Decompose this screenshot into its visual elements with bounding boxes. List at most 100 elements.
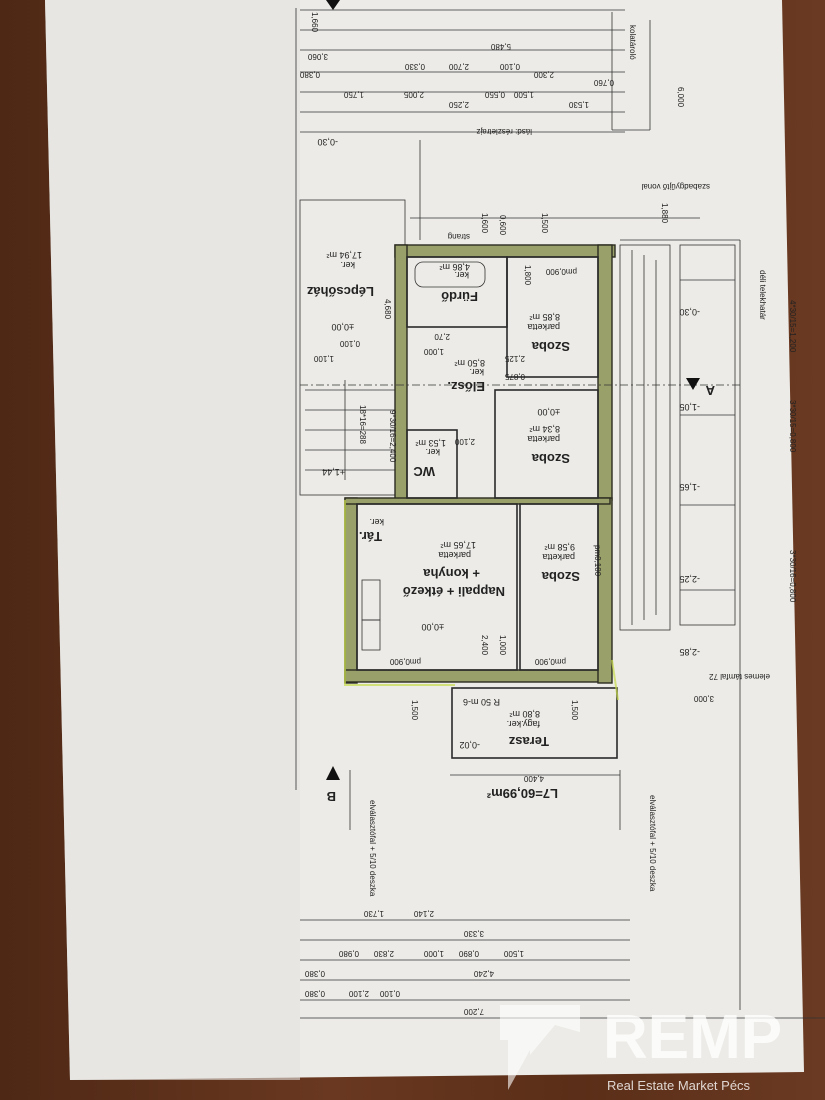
room-area: 8,50 m² [454, 358, 485, 368]
level-mark: -1,65 [679, 482, 700, 492]
level-mark: ±0,00 [332, 322, 354, 332]
dim: 2,005 [403, 90, 424, 99]
dim: 2,125 [504, 354, 525, 363]
dim: 4,680 [383, 299, 392, 320]
dim: 0,380 [299, 70, 320, 79]
room-area: 8,85 m² [529, 312, 560, 322]
dim: 0,100 [339, 339, 360, 348]
dimensions-top: 1,660 3,060 5,480 0,380 2,300 0,100 2,70… [299, 12, 685, 236]
note-stair2: 9*30/16=2,400 [388, 410, 397, 463]
dim: 1,500 [570, 700, 579, 721]
room-floor: ker. [425, 447, 440, 457]
room-name-szoba-1: Szoba [531, 339, 570, 354]
dim: 2,830 [373, 949, 394, 958]
dim: 3,000 [693, 694, 714, 703]
room-labels: Lépcsőház ker. 17,94 m² ±0,00 Fürdő ker.… [306, 250, 580, 801]
level-mark: -0,30 [317, 137, 338, 147]
room-floor: ker. [369, 517, 384, 527]
room-area: 17,94 m² [326, 250, 362, 260]
level-marks: +1,44 -0,30 -1,05 -1,65 -2,25 -2,85 -0,3… [317, 137, 700, 657]
dim: 0,980 [338, 949, 359, 958]
note-valaszfal-left: elválasztófal + 5/10 deszka [368, 800, 377, 897]
level-mark: ±0,00 [422, 622, 444, 632]
dim: 2,700 [448, 62, 469, 71]
note-tamfal: elemes támfal 72 [709, 672, 770, 681]
dim: 0,550 [484, 90, 505, 99]
section-marker-top [326, 0, 340, 10]
room-name-tar: Tár. [359, 529, 382, 544]
section-label-b: B [327, 789, 336, 804]
dim: 1,600 [480, 213, 489, 234]
plan-notes: lásd: részletrajz strang szabadgyűjtő vo… [358, 25, 797, 897]
room-floor: ker. [340, 260, 355, 270]
note-steps-b: 3*30/15=0,800 [788, 400, 797, 453]
room-area: 17,65 m² [440, 540, 476, 550]
dim: 2,140 [413, 909, 434, 918]
section-marker-a [686, 378, 700, 390]
dim: 1,000 [498, 635, 507, 656]
level-mark: ±0,00 [538, 407, 560, 417]
room-floor: ker. [469, 367, 484, 377]
dim: 0,380 [304, 969, 325, 978]
note-szabad: szabadgyűjtő vonal [641, 182, 710, 191]
dim: 1,500 [410, 700, 419, 721]
dim: 0,875 [504, 372, 525, 381]
level-mark: -0,30 [679, 307, 700, 317]
dim: 2,100 [454, 437, 475, 446]
dim: 1,750 [343, 90, 364, 99]
room-name-konyha: + konyha [423, 566, 480, 581]
dim: 2,300 [533, 70, 554, 79]
note-steps-c: 3*30/16=0,800 [788, 550, 797, 603]
dim: 0,760 [593, 78, 614, 87]
room-area: 8,80 m² [509, 709, 540, 719]
highlighter-marks [344, 500, 619, 701]
level-mark: -2,85 [679, 647, 700, 657]
total-area: L7=60,99m² [486, 786, 558, 801]
dim: 1,000 [423, 347, 444, 356]
room-area: 4,86 m² [439, 262, 470, 272]
dim: 5,480 [490, 42, 511, 51]
room-outlines [300, 256, 740, 759]
dim: 2,70 [434, 332, 450, 341]
room-floor: parketta [542, 552, 575, 562]
dim: 1,730 [363, 909, 384, 918]
note-reszletrajz: lásd: részletrajz [476, 127, 532, 136]
room-area: 1,53 m² [415, 438, 446, 448]
dimensions-bottom: 7,200 0,380 2,100 0,100 4,240 0,380 2,83… [304, 694, 714, 1016]
dim: pm0,900 [389, 657, 421, 666]
dim: 1,100 [313, 354, 334, 363]
watermark-brand: REMP [603, 1003, 782, 1072]
room-floor: parketta [438, 550, 471, 560]
level-mark: -0,02 [459, 740, 480, 750]
dim: 0,890 [458, 949, 479, 958]
section-label-a: A [705, 383, 715, 398]
room-name-lepcsohaz: Lépcsőház [306, 284, 374, 299]
dim: 0,600 [498, 215, 507, 236]
room-name-eloszoba: Elősz. [447, 379, 485, 394]
dimensions-interior: 4,680 0,100 1,100 1,000 2,125 0,875 2,10… [313, 265, 602, 666]
top-dimension-lines [295, 8, 825, 1019]
level-mark: -2,25 [679, 574, 700, 584]
dim: 2,400 [480, 635, 489, 656]
section-marker-b [326, 766, 340, 780]
dim: 6,000 [676, 87, 685, 108]
note-telekhatar: déli telekhatár [758, 270, 767, 320]
room-floor: fagy.ker. [507, 719, 540, 729]
remp-logo-mark [500, 1005, 580, 1090]
dim: pm0,900 [534, 657, 566, 666]
dim: 3,060 [307, 52, 328, 61]
note-window: R 50 m-6 [463, 697, 500, 707]
room-floor: parketta [527, 434, 560, 444]
dim: 3,330 [463, 929, 484, 938]
room-floor: parketta [527, 322, 560, 332]
note-strang: strang [448, 232, 470, 241]
room-floor: ker. [454, 270, 469, 280]
room-area: 9,58 m² [544, 542, 575, 552]
level-mark: -1,05 [679, 402, 700, 412]
dim: 1,500 [503, 949, 524, 958]
dim: 2,250 [448, 100, 469, 109]
room-name-szoba-3: Szoba [541, 569, 580, 584]
dim: 1,800 [523, 265, 532, 286]
